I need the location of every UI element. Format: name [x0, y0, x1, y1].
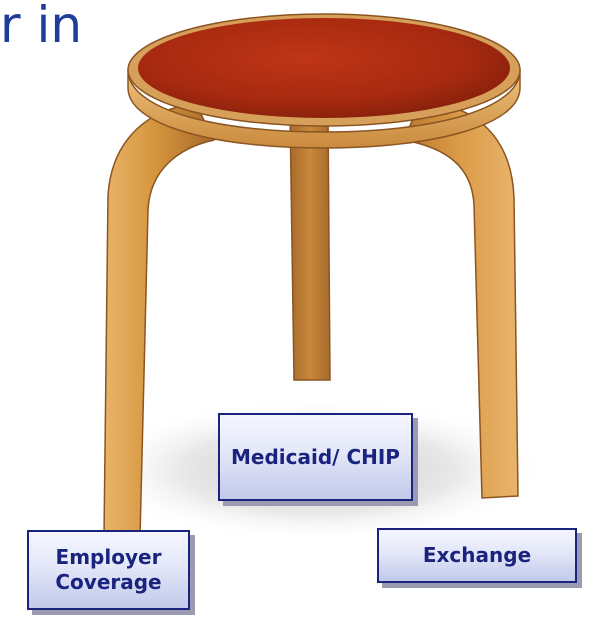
employer-coverage-box: Employer Coverage — [27, 530, 190, 610]
medicaid-chip-box: Medicaid/ CHIP — [218, 413, 413, 501]
title-fragment: r in — [0, 0, 83, 54]
back-leg — [289, 111, 331, 381]
seat-cushion — [138, 18, 510, 118]
exchange-box: Exchange — [377, 528, 577, 583]
seat-rim — [127, 69, 521, 149]
employer-coverage-label: Employer Coverage — [55, 545, 162, 594]
medicaid-chip-label: Medicaid/ CHIP — [231, 444, 400, 469]
exchange-label: Exchange — [422, 543, 532, 567]
